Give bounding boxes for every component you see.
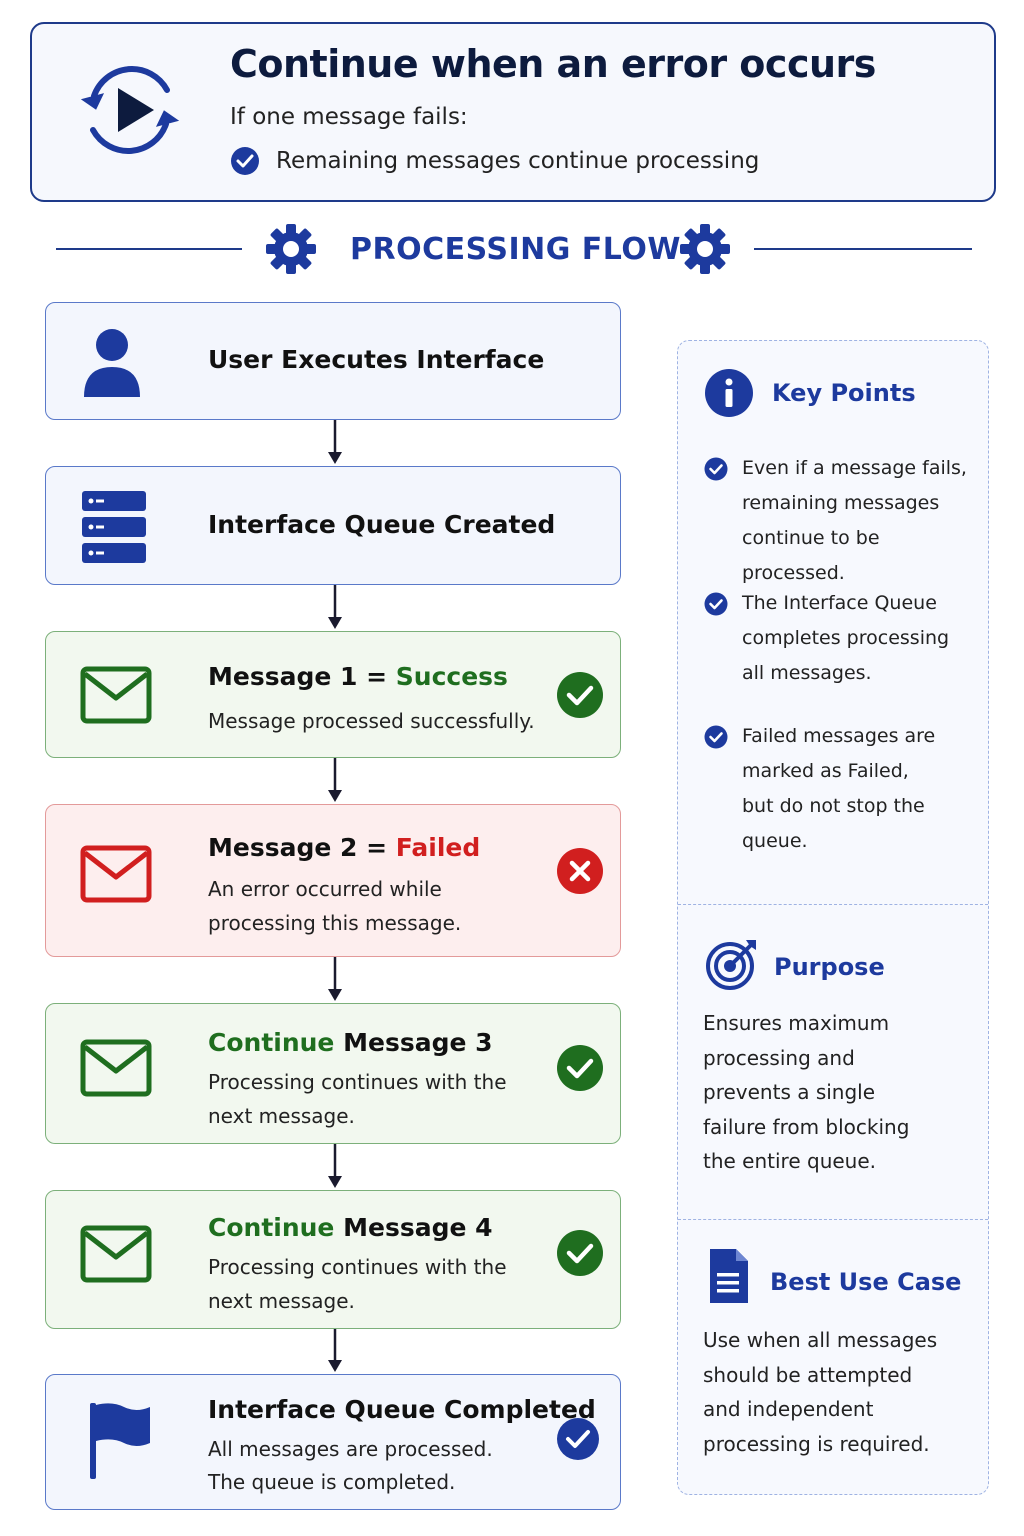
flow-title-row: PROCESSING FLOW [56,222,972,278]
key-point-item: Failed messages are marked as Failed, bu… [704,719,942,859]
info-icon [705,369,753,417]
step-title: Message 1 = Success [208,662,508,691]
step-queue-completed: Interface Queue Completed All messages a… [45,1374,621,1510]
status-failed-text: Failed [395,833,481,862]
check-circle-icon [557,1045,603,1091]
step-title: Continue Message 3 [208,1028,493,1057]
step-title: Interface Queue Completed [208,1395,596,1424]
arrow-down-icon [328,758,342,802]
step-title-rest: Message 3 [334,1028,493,1057]
step-desc: Processing continues with the next messa… [208,1070,507,1128]
arrow-down-icon [328,957,342,1001]
step-title-prefix: Message 2 = [208,833,396,862]
purpose-heading: Purpose [774,953,885,981]
check-circle-icon [557,1418,599,1460]
gear-icon [680,224,730,274]
header-subtitle: If one message fails: [230,104,468,130]
check-circle-icon [557,1230,603,1276]
flag-icon [90,1403,150,1479]
replay-icon [80,66,180,154]
continue-label: Continue [208,1028,335,1057]
step-title: Interface Queue Created [208,510,556,539]
envelope-icon [80,845,152,903]
key-point-text: Failed messages are marked as Failed, bu… [742,725,936,852]
header-check-row: Remaining messages continue processing [230,146,759,176]
step-title-prefix: Message 1 = [208,662,396,691]
arrow-down-icon [328,1329,342,1372]
step-desc-line-1: All messages are processed. [208,1437,493,1461]
divider-line-left [56,248,242,250]
arrow-down-icon [328,585,342,629]
flow-title: PROCESSING FLOW [350,232,681,267]
step-message-4: Continue Message 4 Processing continues … [45,1190,621,1329]
divider-line-right [754,248,972,250]
arrow-down-icon [328,420,342,464]
user-icon [84,329,140,397]
check-circle-icon [704,457,728,481]
check-circle-icon [704,725,728,749]
continue-label: Continue [208,1213,335,1242]
step-desc-line-2: The queue is completed. [208,1470,456,1494]
step-title-rest: Message 4 [334,1213,493,1242]
purpose-text: Ensures maximum processing and prevents … [703,1011,910,1173]
key-point-item: Even if a message fails, remaining messa… [704,451,982,591]
step-title: User Executes Interface [208,345,545,374]
page-title: Continue when an error occurs [230,42,876,86]
step-title: Continue Message 4 [208,1213,493,1242]
step-message-1: Message 1 = Success Message processed su… [45,631,621,758]
key-point-text: Even if a message fails, remaining messa… [742,457,967,584]
document-icon [710,1249,748,1303]
best-use-case-heading: Best Use Case [770,1268,962,1296]
check-circle-icon [557,672,603,718]
side-panel: Key Points Even if a message fails, rema… [677,340,989,1495]
step-desc: An error occurred while processing this … [208,877,462,935]
header-card: Continue when an error occurs If one mes… [30,22,996,202]
key-points-heading: Key Points [772,379,916,407]
step-desc: Message processed successfully. [208,709,535,733]
check-circle-icon [704,592,728,616]
step-title: Message 2 = Failed [208,833,480,862]
best-use-case-text: Use when all messages should be attempte… [703,1328,938,1456]
step-user-executes: User Executes Interface [45,302,621,420]
step-message-3: Continue Message 3 Processing continues … [45,1003,621,1144]
key-point-item: The Interface Queue completes processing… [704,586,952,691]
check-circle-icon [231,147,259,175]
server-icon [82,491,146,563]
target-icon [706,940,756,990]
section-divider [678,904,988,905]
step-desc: Processing continues with the next messa… [208,1255,507,1313]
x-circle-icon [557,848,603,894]
step-message-2: Message 2 = Failed An error occurred whi… [45,804,621,957]
header-check-text: Remaining messages continue processing [276,148,760,174]
envelope-icon [80,1225,152,1283]
key-point-text: The Interface Queue completes processing… [742,592,950,684]
status-success-text: Success [395,662,508,691]
envelope-icon [80,1039,152,1097]
arrow-down-icon [328,1144,342,1188]
gear-icon [266,224,316,274]
step-queue-created: Interface Queue Created [45,466,621,585]
envelope-icon [80,666,152,724]
section-divider [678,1219,988,1220]
